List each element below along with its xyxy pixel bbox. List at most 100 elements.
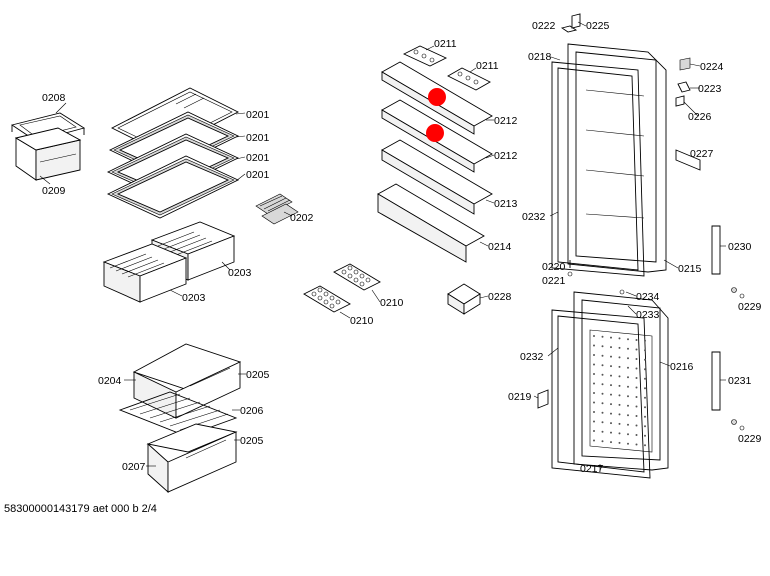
label-0223: 0223 [698,83,722,95]
liner-hole [601,354,604,357]
liner-hole [593,373,595,375]
part-0229-screw-lower [731,419,745,431]
liner-hole [627,442,629,445]
liner-hole [644,425,646,428]
liner-hole [644,444,646,447]
part-0228-butter-box [447,283,481,315]
liner-hole [618,432,621,435]
part-0211-egg-tray [447,67,491,91]
liner-hole [593,411,595,413]
liner-hole [644,358,646,361]
liner-hole [593,401,595,404]
label-0229-a: 0229 [738,301,762,313]
part-0227-badge [675,149,701,171]
label-0205-b: 0205 [240,435,264,447]
liner-hole [635,443,638,446]
liner-hole [635,434,638,436]
liner-hole [618,346,621,349]
label-0201-c: 0201 [246,152,270,164]
part-0213-rack [381,139,493,215]
part-0209-box [14,127,82,181]
part-0206-wire-rack [118,391,238,437]
liner-hole [610,412,612,415]
highlight-marker-0212-upper [428,88,446,106]
label-0232-b: 0232 [520,351,544,363]
liner-hole [618,337,621,340]
liner-hole [618,403,621,406]
label-0233: 0233 [636,309,660,321]
label-0201-b: 0201 [246,132,270,144]
label-0214: 0214 [488,241,512,253]
liner-hole [601,421,604,424]
part-0207-drawer [146,423,238,494]
liner-hole [610,346,612,349]
label-0201-a: 0201 [246,109,270,121]
label-0203-b: 0203 [182,292,206,304]
part-0224-hinge-pin [679,57,691,71]
liner-hole [618,375,621,378]
liner-hole [618,384,621,387]
label-0234: 0234 [636,291,660,303]
liner-hole [627,376,629,379]
label-0206: 0206 [240,405,264,417]
liner-hole [635,415,638,417]
liner-hole [601,383,604,386]
liner-hole [618,365,621,368]
label-0222: 0222 [532,20,556,32]
liner-hole [635,348,638,351]
part-0211-egg-tray-top [402,45,448,67]
label-0216: 0216 [670,361,694,373]
liner-hole [593,392,595,394]
liner-hole [593,382,595,385]
liner-hole [610,441,612,444]
liner-hole [627,395,629,398]
liner-hole [635,339,638,341]
label-0215: 0215 [678,263,702,275]
label-0231: 0231 [728,375,752,387]
label-0212-b: 0212 [494,150,518,162]
part-0222-hinge-cap [560,25,578,33]
liner-hole [644,349,646,352]
liner-hole [618,441,621,444]
liner-hole [610,374,612,377]
liner-hole [610,422,612,425]
label-0229-b: 0229 [738,433,762,445]
liner-hole [644,406,646,409]
liner-hole [601,411,604,414]
liner-hole [644,396,646,399]
label-0203-a: 0203 [228,267,252,279]
part-0214-bottle-rack [377,183,485,263]
liner-hole [610,403,612,406]
liner-hole [618,394,621,397]
highlight-marker-0212-lower [426,124,444,142]
liner-hole [610,336,612,339]
liner-hole [593,430,595,432]
liner-hole [635,367,638,370]
liner-hole [601,345,604,348]
liner-hole [644,377,646,380]
liner-hole [627,404,629,407]
label-0212-a: 0212 [494,115,518,127]
label-0218: 0218 [528,51,552,63]
label-0210-b: 0210 [350,315,374,327]
liner-hole [618,422,621,425]
part-0225-hinge [571,13,581,29]
liner-hole [601,392,604,395]
liner-hole [627,357,629,360]
liner-hole [627,366,629,369]
part-0217-liner-holes [589,329,653,453]
label-0205-a: 0205 [246,369,270,381]
liner-hole [635,396,638,398]
liner-hole [593,363,595,366]
liner-hole [601,335,604,338]
liner-hole [610,393,612,396]
liner-hole [618,356,621,359]
liner-hole [601,430,604,433]
liner-hole [644,368,646,371]
liner-hole [593,354,595,356]
label-0202: 0202 [290,212,314,224]
liner-hole [644,415,646,418]
liner-hole [601,364,604,367]
label-0221: 0221 [542,275,566,287]
